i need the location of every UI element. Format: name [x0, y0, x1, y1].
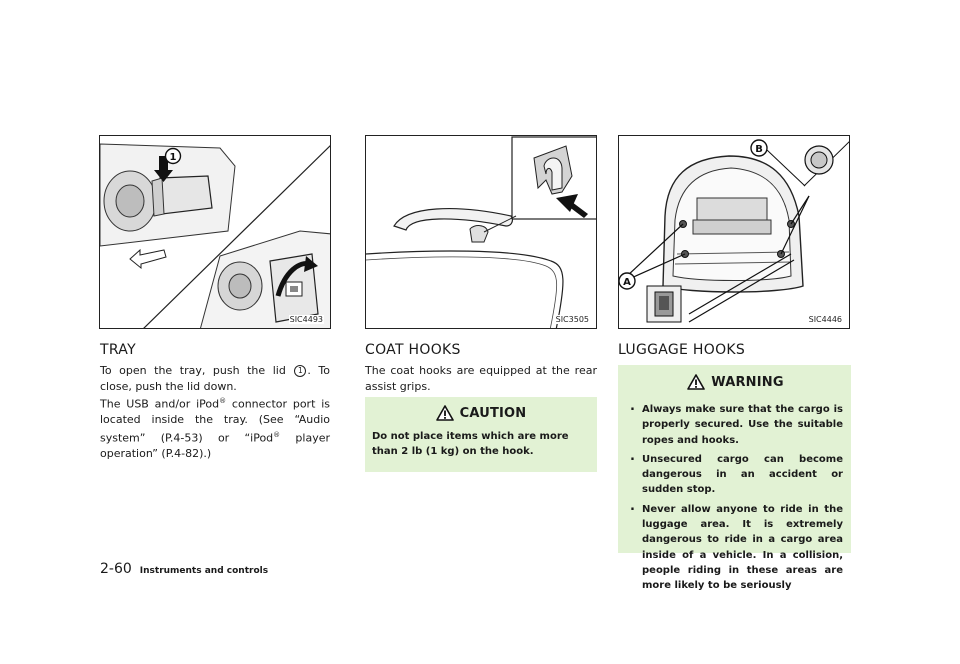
coat-hooks-paragraph: The coat hooks are equipped at the rear …: [365, 364, 597, 393]
luggage-callout-a: A: [623, 277, 631, 288]
figure-code-coat: SIC3505: [554, 315, 590, 324]
tray-figure: 1 SIC4493: [99, 135, 331, 329]
caution-title: CAUTION: [459, 405, 527, 421]
registered-mark: ®: [273, 430, 281, 439]
tray-p2-text-b: connector port is located inside the tra…: [100, 397, 330, 445]
warning-list: Always make sure that the cargo is prope…: [628, 399, 843, 594]
tray-callout-1: 1: [170, 152, 177, 163]
page-footer: 2-60 Instruments and controls: [100, 561, 268, 577]
tray-p1-text-b: . To close, push the lid down.: [100, 364, 330, 393]
tray-illustration: 1: [100, 143, 330, 328]
caution-text: Do not place items which are more than 2…: [372, 431, 569, 457]
registered-mark: ®: [219, 397, 227, 405]
section-name: Instruments and controls: [139, 566, 269, 576]
tray-paragraph-1: To open the tray, push the lid 1. To clo…: [100, 363, 330, 394]
caution-title-row: CAUTION: [372, 405, 590, 421]
warning-triangle-icon: [687, 374, 706, 390]
coat-hooks-heading: COAT HOOKS: [365, 342, 461, 358]
tray-heading: TRAY: [100, 342, 136, 358]
coat-hook-illustration: [366, 136, 596, 328]
luggage-hook-figure: B A SIC4446: [618, 135, 850, 329]
warning-box: WARNING Always make sure that the cargo …: [618, 365, 851, 591]
tray-p1-text-a: To open the tray, push the lid: [100, 364, 294, 377]
luggage-hooks-heading: LUGGAGE HOOKS: [618, 342, 746, 358]
tray-p1-callout: 1: [294, 365, 307, 377]
warning-title: WARNING: [711, 374, 784, 390]
warning-triangle-icon: [435, 405, 454, 421]
tray-p2-text-a: The USB and/or iPod: [100, 397, 220, 411]
caution-box: CAUTION Do not place items which are mor…: [365, 397, 597, 472]
warning-item: Always make sure that the cargo is prope…: [628, 399, 843, 448]
tray-paragraph-2: The USB and/or iPod® connector port is l…: [100, 394, 330, 461]
luggage-callout-b: B: [755, 144, 763, 155]
figure-code-luggage: SIC4446: [807, 315, 843, 324]
warning-item: Never allow anyone to ride in the luggag…: [628, 499, 843, 594]
coat-hook-figure: SIC3505: [365, 135, 597, 329]
warning-item: Unsecured cargo can become dangerous in …: [628, 449, 843, 498]
luggage-hook-illustration: B A: [619, 139, 849, 323]
figure-code-tray: SIC4493: [288, 315, 324, 324]
warning-title-row: WARNING: [628, 374, 843, 390]
page-number: 2-60: [100, 561, 132, 577]
tray-p2-text-c: player operation” (P.4-82).): [100, 431, 330, 460]
